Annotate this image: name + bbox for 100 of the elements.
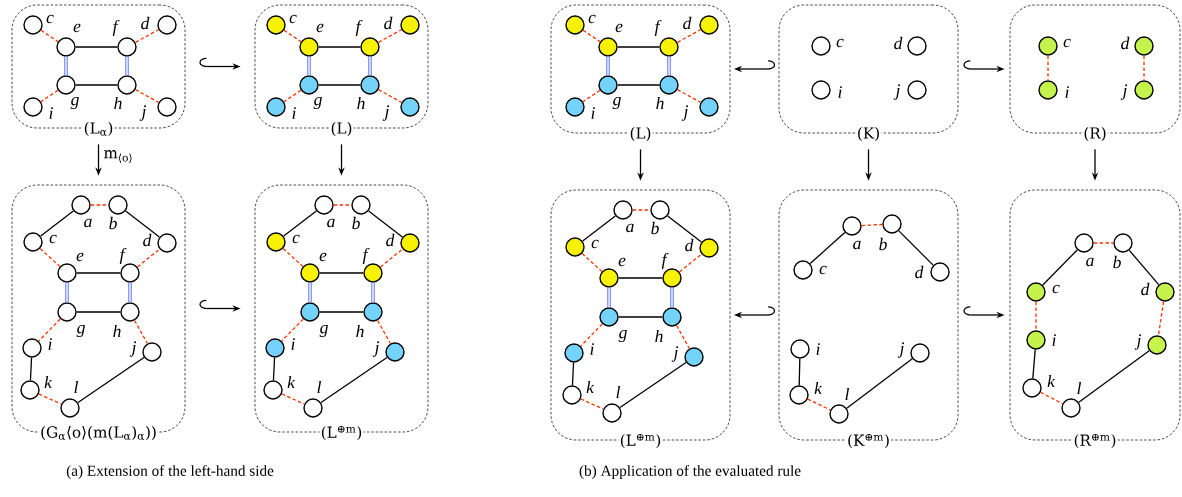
vertex-label: c bbox=[819, 265, 827, 275]
graph-edge bbox=[1032, 349, 1036, 379]
subfigure-caption: (b) Application of the evaluated rule bbox=[579, 465, 801, 479]
graph-edge bbox=[134, 89, 160, 103]
graph-edge bbox=[846, 358, 913, 409]
vertex-label: g bbox=[618, 330, 627, 342]
graph-edge bbox=[134, 319, 148, 345]
vertex-label: j bbox=[671, 346, 678, 362]
graph-edge bbox=[38, 318, 61, 342]
vertex-label: c bbox=[292, 234, 300, 244]
vertex-label: b bbox=[109, 216, 117, 230]
vertex-label: k bbox=[44, 375, 53, 389]
vertex-label: b bbox=[352, 216, 360, 230]
graph-edge bbox=[632, 209, 651, 211]
graph-edge bbox=[1143, 55, 1145, 81]
graph-edge bbox=[1093, 242, 1114, 244]
vertex-label: k bbox=[287, 375, 296, 389]
vertex-label: f bbox=[362, 247, 370, 265]
vertex-label: a bbox=[853, 240, 861, 250]
vertex-label: h bbox=[356, 324, 364, 338]
graph-edge bbox=[582, 89, 601, 103]
graph-edge bbox=[136, 248, 161, 268]
vertex-label: j bbox=[372, 341, 379, 357]
graph-edge bbox=[606, 55, 610, 77]
vertex-label: i bbox=[590, 343, 594, 355]
vertex-label: j bbox=[1134, 334, 1141, 350]
graph-edge bbox=[281, 393, 305, 405]
graph-edge bbox=[667, 215, 702, 243]
vertex-label: f bbox=[661, 252, 669, 270]
vertex-label: i bbox=[48, 338, 52, 350]
vertex-label: b bbox=[1113, 255, 1121, 269]
vertex-label: d bbox=[1121, 36, 1130, 50]
panel-title: (L$_{α}$) bbox=[82, 120, 115, 138]
graph-edge bbox=[128, 281, 132, 304]
vertex-label: l bbox=[317, 380, 322, 394]
graph-edge bbox=[582, 215, 616, 242]
vertex-label: e bbox=[618, 257, 626, 267]
panel-title: (R$^{⊕m}$) bbox=[1072, 432, 1118, 450]
graph-edge bbox=[1040, 391, 1064, 405]
graph-edge bbox=[618, 316, 663, 318]
vertex-label: a bbox=[626, 223, 634, 233]
graph-edge bbox=[320, 356, 388, 404]
panel-title: (G$_{α}$⟨o⟩(m(L$_{α}$)$_{α}$)) bbox=[38, 424, 159, 442]
graph-edge bbox=[282, 247, 304, 268]
vertex-label: g bbox=[70, 97, 79, 109]
vertex-label: d bbox=[894, 36, 903, 50]
graph-edge bbox=[667, 55, 671, 77]
graph-edge bbox=[377, 89, 403, 103]
vertex-label: i bbox=[816, 343, 820, 355]
graph-edge bbox=[134, 29, 160, 43]
graph-edge bbox=[65, 281, 69, 304]
vertex-label: j bbox=[681, 105, 688, 121]
vertex-label: h bbox=[113, 324, 121, 338]
vertex-label: e bbox=[319, 252, 327, 262]
graph-edge bbox=[582, 29, 601, 43]
vertex-label: d bbox=[143, 233, 152, 247]
vertex-label: j bbox=[139, 105, 146, 121]
vertex-label: a bbox=[327, 218, 335, 228]
vertex-label: f bbox=[119, 247, 127, 265]
vertex-label: h bbox=[656, 96, 664, 110]
panel-title: (K) bbox=[855, 125, 882, 143]
vertex-label: g bbox=[313, 97, 322, 109]
vertex-label: i bbox=[591, 107, 595, 119]
vertex-label: d bbox=[1141, 282, 1150, 296]
vertex-label: i bbox=[49, 107, 53, 119]
graph-edge bbox=[1157, 300, 1165, 337]
vertex-label: a bbox=[1086, 257, 1094, 267]
graph-edge bbox=[571, 362, 575, 386]
graph-edge bbox=[619, 361, 687, 409]
graph-edge bbox=[308, 281, 312, 304]
graph-edge bbox=[798, 358, 801, 386]
graph-edge bbox=[39, 247, 61, 268]
vertex-label: c bbox=[49, 234, 57, 244]
vertex-label: c bbox=[588, 14, 596, 24]
graph-edge bbox=[580, 323, 603, 347]
graph-edge bbox=[676, 29, 702, 43]
graph-edge bbox=[90, 204, 109, 206]
graph-edge bbox=[125, 210, 160, 238]
graph-edge bbox=[617, 46, 660, 48]
vertex-label: h bbox=[655, 329, 663, 343]
vertex-label: b bbox=[651, 221, 659, 235]
graph-edge bbox=[318, 46, 361, 48]
graph-edge bbox=[307, 55, 311, 77]
graph-edge bbox=[618, 277, 663, 279]
vertex-label: i bbox=[291, 338, 295, 350]
panel-title: (L$^{⊕m}$) bbox=[618, 432, 663, 450]
vertex-label: l bbox=[74, 380, 79, 394]
vertex-label: j bbox=[893, 84, 900, 100]
graph-edge bbox=[76, 311, 121, 313]
vertex-label: d bbox=[915, 265, 924, 279]
edge-label: m$_{⟨o⟩}$ bbox=[102, 148, 135, 165]
graph-edge bbox=[617, 84, 660, 86]
vertex-label: h bbox=[114, 96, 122, 110]
graph-edge bbox=[318, 84, 361, 86]
vertex-label: f bbox=[355, 19, 363, 37]
vertex-label: k bbox=[586, 380, 595, 394]
graph-edge bbox=[319, 272, 364, 274]
graph-edge bbox=[670, 286, 674, 309]
graph-edge bbox=[371, 281, 375, 304]
vertex-label: e bbox=[615, 23, 623, 33]
